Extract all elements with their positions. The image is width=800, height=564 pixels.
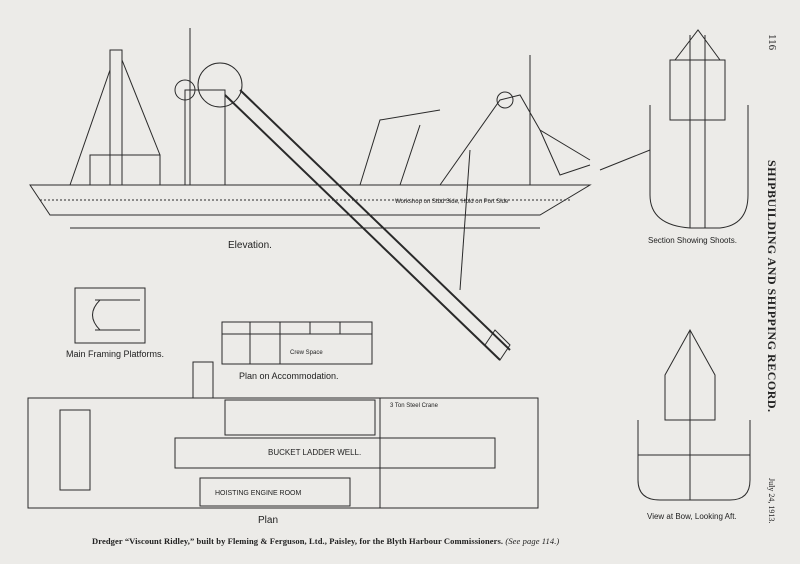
accommodation-plan-view bbox=[221, 321, 373, 365]
figure-caption: Dredger “Viscount Ridley,” built by Flem… bbox=[92, 536, 559, 546]
framing-platforms-view bbox=[74, 287, 146, 344]
crane-label: 3 Ton Steel Crane bbox=[390, 403, 438, 409]
plan-view bbox=[27, 361, 539, 509]
section-label: Section Showing Shoots. bbox=[648, 236, 737, 245]
engine-room-label: HOISTING ENGINE ROOM bbox=[215, 490, 302, 497]
elevation-label: Elevation. bbox=[228, 240, 272, 251]
bow-view bbox=[637, 328, 751, 501]
elevation-view bbox=[29, 28, 592, 361]
framing-label: Main Framing Platforms. bbox=[66, 349, 165, 359]
workshop-label: Workshop on Stbd Side, Hold on Port Side bbox=[395, 199, 509, 205]
crew-space-label: Crew Space bbox=[290, 350, 323, 356]
plan-label: Plan bbox=[258, 515, 279, 526]
accommodation-label: Plan on Accommodation. bbox=[239, 371, 339, 381]
page-number: 116 bbox=[766, 34, 778, 51]
ladder-well-label: BUCKET LADDER WELL. bbox=[268, 448, 362, 457]
caption-text: Dredger “Viscount Ridley,” built by Flem… bbox=[92, 536, 504, 546]
running-head: SHIPBUILDING AND SHIPPING RECORD. bbox=[765, 160, 779, 413]
caption-reference: (See page 114.) bbox=[505, 536, 560, 546]
bow-view-label: View at Bow, Looking Aft. bbox=[647, 512, 737, 521]
section-view bbox=[599, 29, 749, 229]
issue-date: July 24, 1913. bbox=[767, 478, 776, 524]
